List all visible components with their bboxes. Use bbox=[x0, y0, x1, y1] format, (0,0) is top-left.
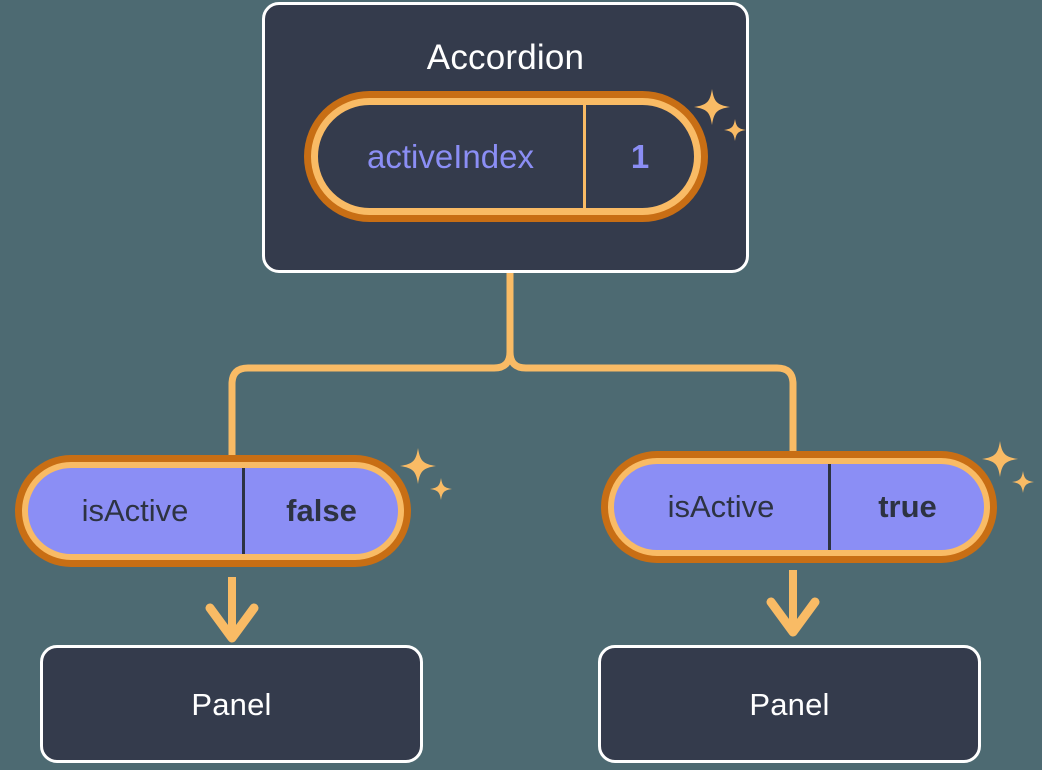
arrow-down-icon-left bbox=[205, 577, 259, 643]
connector-left-branch bbox=[228, 348, 514, 470]
state-key: activeIndex bbox=[318, 105, 586, 208]
state-pill-body: activeIndex 1 bbox=[311, 98, 701, 215]
prop-pill-isactive-true[interactable]: isActive true bbox=[608, 458, 990, 556]
state-pill-activeindex[interactable]: activeIndex 1 bbox=[311, 98, 701, 215]
prop-pill-isactive-false[interactable]: isActive false bbox=[22, 462, 404, 560]
component-card-panel-right[interactable]: Panel bbox=[598, 645, 981, 763]
component-title: Panel bbox=[191, 687, 272, 722]
component-title: Accordion bbox=[426, 38, 585, 77]
prop-pill-body: isActive true bbox=[608, 458, 990, 556]
component-card-panel-left[interactable]: Panel bbox=[40, 645, 423, 763]
prop-key: isActive bbox=[614, 464, 831, 550]
component-title: Panel bbox=[749, 687, 830, 722]
prop-pill-body: isActive false bbox=[22, 462, 404, 560]
prop-value: true bbox=[878, 489, 937, 524]
state-value: 1 bbox=[630, 137, 650, 175]
prop-value: false bbox=[286, 493, 357, 528]
prop-key: isActive bbox=[28, 468, 245, 554]
arrow-down-icon-right bbox=[766, 570, 820, 637]
connector-right-branch bbox=[506, 269, 797, 466]
